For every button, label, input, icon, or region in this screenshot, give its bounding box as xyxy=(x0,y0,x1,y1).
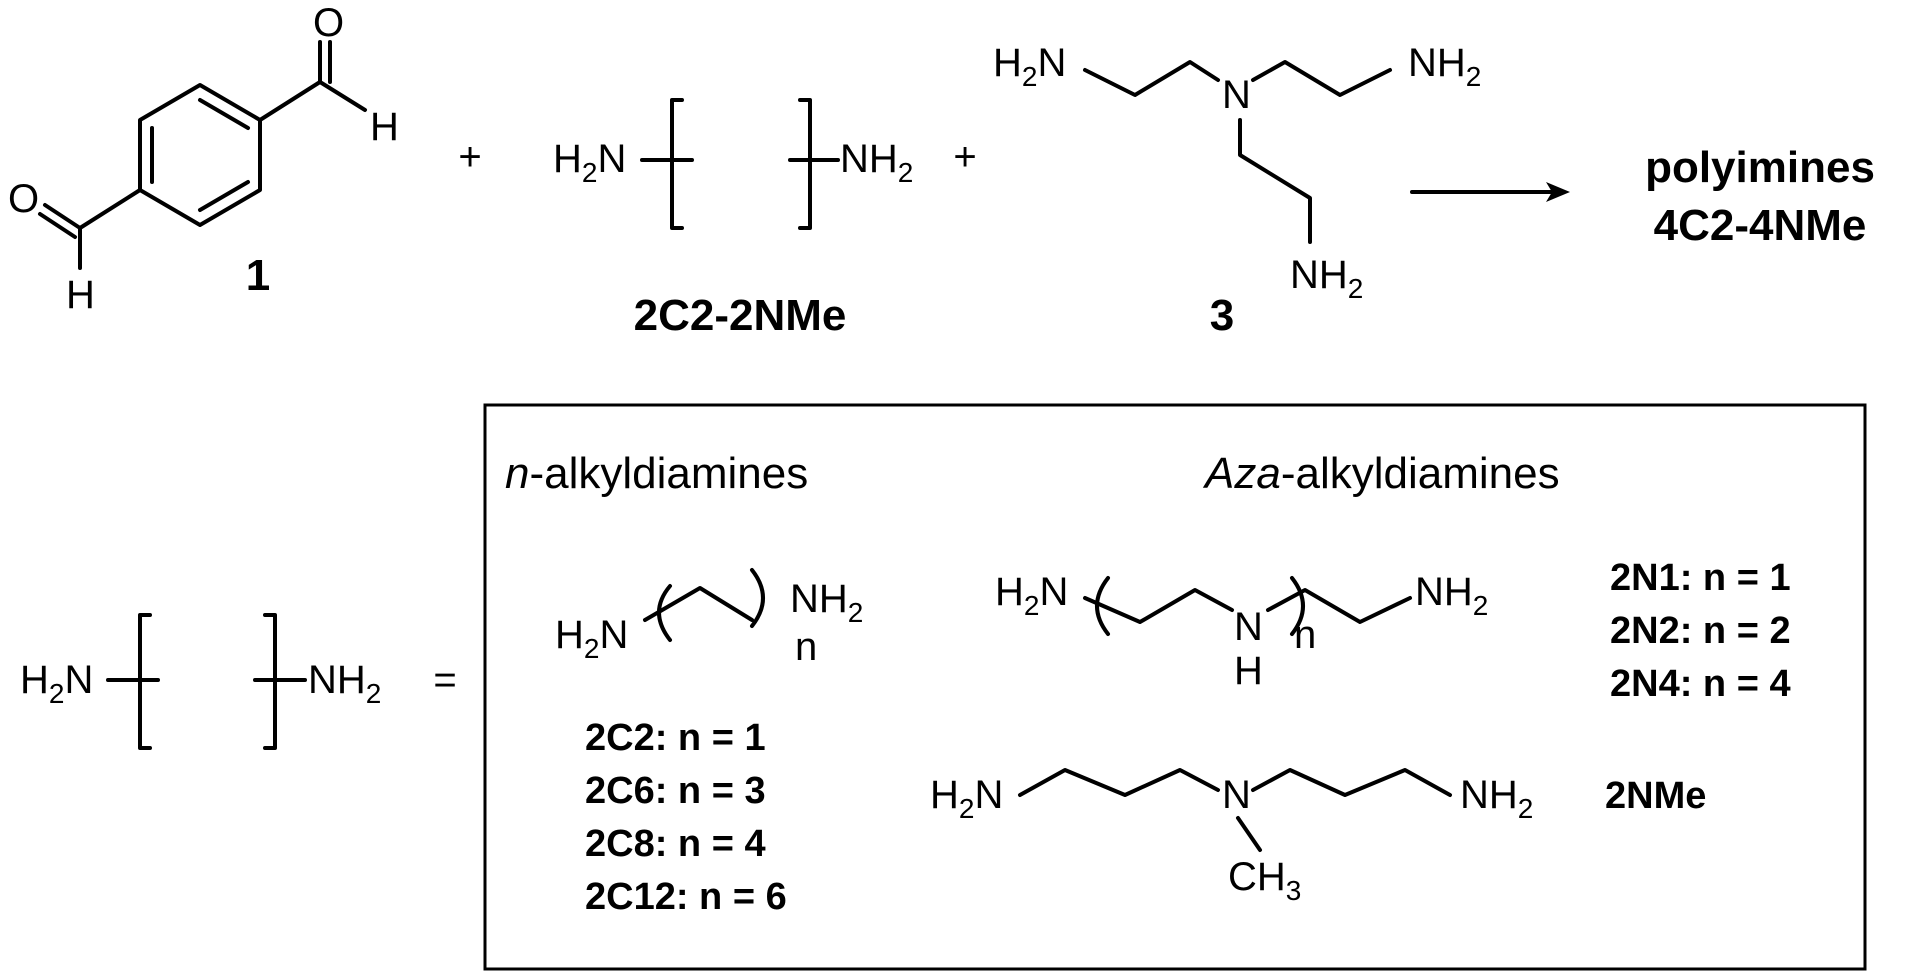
propylene-chain xyxy=(1018,768,1220,797)
amine-end: H2N xyxy=(555,613,628,664)
amine-end: NH2 xyxy=(1460,773,1533,824)
compound-3-tris-aminoethyl-amine: H2N N NH2 NH2 3 xyxy=(993,41,1481,340)
compound-label: 1 xyxy=(246,251,270,300)
oxygen-atom: O xyxy=(313,1,344,45)
plus-sign: + xyxy=(953,135,976,179)
right-parenthesis xyxy=(1290,576,1305,636)
n-alkyldiamine-structure: H2N NH2 n xyxy=(555,568,863,669)
methyl-group: CH3 xyxy=(1228,855,1301,906)
compound-label: 3 xyxy=(1210,291,1234,340)
list-item: 2C8: n = 4 xyxy=(585,823,766,865)
arrow-head xyxy=(1546,182,1570,202)
hydrogen-atom: H xyxy=(1234,649,1263,693)
nitrogen-atom: N xyxy=(1234,605,1263,649)
product-label: polyimines xyxy=(1645,143,1875,192)
aza-alkyldiamines-header: Aza-alkyldiamines xyxy=(1202,449,1560,498)
2nme-structure: H2N N NH2 CH3 2NMe xyxy=(930,768,1706,906)
reaction-arrow xyxy=(1410,182,1570,202)
amine-end: H2N xyxy=(553,137,626,188)
product: polyimines 4C2-4NMe xyxy=(1645,143,1875,250)
amine-end: H2N xyxy=(20,658,93,709)
product-label: 4C2-4NMe xyxy=(1654,201,1867,250)
generic-diamine-definition: H2N NH2 = xyxy=(20,613,457,750)
amine-end: NH2 xyxy=(1408,41,1481,92)
diamine-examples-box xyxy=(483,403,1867,971)
list-item: 2N1: n = 1 xyxy=(1610,557,1791,599)
repeat-index: n xyxy=(1294,613,1316,657)
n-alkyldiamines-header: n-alkyldiamines xyxy=(505,449,808,498)
hydrogen-atom: H xyxy=(370,105,399,149)
aldehyde-bond xyxy=(78,188,142,230)
ring-double-bond xyxy=(198,180,250,212)
ethylene-chain xyxy=(1238,118,1312,244)
aza-alkyldiamine-list: 2N1: n = 1 2N2: n = 2 2N4: n = 4 xyxy=(1610,557,1791,705)
list-item: 2N2: n = 2 xyxy=(1610,610,1791,652)
amine-end: NH2 xyxy=(1415,570,1488,621)
compound-label: 2NMe xyxy=(1605,775,1706,817)
list-item: 2C2: n = 1 xyxy=(585,717,766,759)
nitrogen-atom: N xyxy=(1222,73,1251,117)
left-bracket xyxy=(138,613,152,750)
hydrogen-atom: H xyxy=(66,273,95,317)
oxygen-atom: O xyxy=(8,177,39,221)
compound-label: 2C2-2NMe xyxy=(634,291,847,340)
left-parenthesis xyxy=(1095,576,1110,636)
ethylene-chain xyxy=(1083,588,1234,624)
amine-end: NH2 xyxy=(1290,253,1363,304)
amine-end: H2N xyxy=(995,570,1068,621)
amine-end: H2N xyxy=(993,41,1066,92)
n-alkyldiamine-list: 2C2: n = 1 2C6: n = 3 2C8: n = 4 2C12: n… xyxy=(585,717,787,918)
compound-1-terephthalaldehyde: O H O H 1 xyxy=(8,1,399,317)
methyl-bond xyxy=(1236,816,1262,852)
right-bracket xyxy=(798,98,812,230)
ethylene-chain xyxy=(1251,60,1392,97)
plus-sign: + xyxy=(458,135,481,179)
ring-double-bond xyxy=(198,98,250,130)
amine-end: NH2 xyxy=(790,577,863,628)
ethylene-chain xyxy=(1083,60,1220,97)
propylene-chain xyxy=(1251,768,1452,797)
list-item: 2C6: n = 3 xyxy=(585,770,766,812)
amine-end: H2N xyxy=(930,773,1003,824)
carbonyl-bond xyxy=(38,212,77,239)
nitrogen-atom: N xyxy=(1222,773,1251,817)
repeat-index: n xyxy=(795,625,817,669)
left-bracket xyxy=(670,98,684,230)
compound-2-diamine: H2N NH2 2C2-2NMe xyxy=(553,98,913,340)
amine-end: NH2 xyxy=(840,137,913,188)
aldehyde-bond xyxy=(258,80,322,122)
aldehyde-h-bond xyxy=(318,80,367,112)
list-item: 2C12: n = 6 xyxy=(585,876,787,918)
carbonyl-bond xyxy=(43,203,82,230)
ethylene-chain xyxy=(643,586,754,622)
amine-end: NH2 xyxy=(308,658,381,709)
aza-alkyldiamine-structure: H2N N H n NH2 xyxy=(995,570,1488,693)
right-parenthesis xyxy=(750,568,765,628)
equals-sign: = xyxy=(433,658,456,702)
list-item: 2N4: n = 4 xyxy=(1610,663,1791,705)
ethylene-chain xyxy=(1266,588,1412,624)
benzene-ring xyxy=(138,83,262,227)
